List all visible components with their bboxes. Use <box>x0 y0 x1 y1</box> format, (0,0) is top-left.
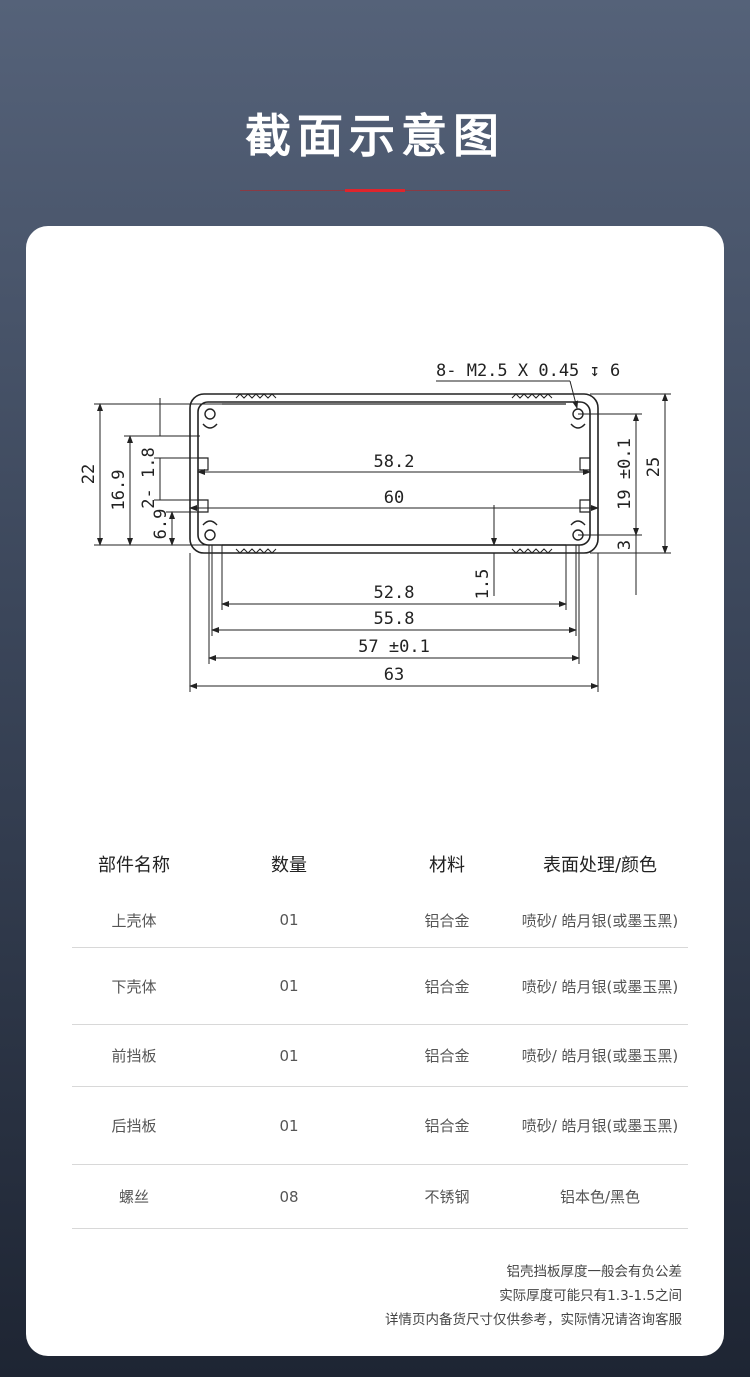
cell-qty: 01 <box>279 1046 299 1065</box>
dim-16-9: 16.9 <box>109 470 129 511</box>
dim-1-5: 1.5 <box>473 569 493 600</box>
thread-callout: 8- M2.5 X 0.45 ↧ 6 <box>436 361 620 409</box>
title-divider-accent <box>345 189 405 192</box>
dim-55-8: 55.8 <box>374 609 415 629</box>
cell-qty: 08 <box>279 1187 299 1206</box>
screw-bosses <box>202 408 586 541</box>
footnote-line: 详情页内备货尺寸仅供参考，实际情况请咨询客服 <box>385 1312 682 1328</box>
table-header: 部件名称 数量 材料 表面处理/颜色 <box>72 835 688 893</box>
cell-part: 后挡板 <box>111 1117 157 1135</box>
cell-part: 螺丝 <box>118 1188 149 1206</box>
dim-60: 60 <box>384 488 404 508</box>
profile-outline <box>189 393 599 554</box>
dim-22: 22 <box>79 464 99 484</box>
footnotes: 铝壳挡板厚度一般会有负公差 实际厚度可能只有1.3-1.5之间 详情页内备货尺寸… <box>385 1260 682 1332</box>
table-row: 上壳体 01 铝合金 喷砂/ 皓月银(或墨玉黑) <box>72 893 688 948</box>
cell-finish: 喷砂/ 皓月银(或墨玉黑) <box>521 1047 679 1065</box>
table-row: 后挡板 01 铝合金 喷砂/ 皓月银(或墨玉黑) <box>72 1087 688 1165</box>
cross-section-drawing: 8- M2.5 X 0.45 ↧ 6 58.2 60 52.8 55.8 57 … <box>79 361 671 692</box>
cell-finish: 喷砂/ 皓月银(或墨玉黑) <box>521 977 679 996</box>
page-title: 截面示意图 <box>245 109 505 163</box>
cell-finish: 铝本色/黑色 <box>559 1188 641 1206</box>
dim-58-2: 58.2 <box>374 452 415 472</box>
cell-material: 铝合金 <box>424 977 470 996</box>
dim-57: 57 ±0.1 <box>358 637 430 657</box>
dim-25: 25 <box>644 457 664 477</box>
dim-slot-1-8: 2- 1.8 <box>139 447 159 508</box>
cell-qty: 01 <box>279 977 299 995</box>
table-row: 螺丝 08 不锈钢 铝本色/黑色 <box>72 1165 688 1229</box>
cell-material: 不锈钢 <box>424 1188 470 1206</box>
dim-19: 19 ±0.1 <box>615 438 635 510</box>
header-quantity: 数量 <box>271 855 307 876</box>
header-finish: 表面处理/颜色 <box>542 855 658 876</box>
header-material: 材料 <box>429 855 465 876</box>
cell-qty: 01 <box>279 1116 299 1135</box>
table-row: 下壳体 01 铝合金 喷砂/ 皓月银(或墨玉黑) <box>72 948 688 1025</box>
cell-material: 铝合金 <box>424 1047 470 1065</box>
cell-part: 下壳体 <box>111 977 157 996</box>
footnote-line: 铝壳挡板厚度一般会有负公差 <box>506 1264 683 1280</box>
cell-material: 铝合金 <box>424 1117 470 1135</box>
cell-part: 前挡板 <box>111 1047 157 1065</box>
cell-material: 铝合金 <box>424 911 470 930</box>
cell-finish: 喷砂/ 皓月银(或墨玉黑) <box>521 911 679 930</box>
dim-6-9: 6.9 <box>151 509 171 540</box>
parts-table: 部件名称 数量 材料 表面处理/颜色 上壳体 01 铝合金 喷砂/ 皓月银(或墨… <box>72 835 688 1229</box>
cell-qty: 01 <box>279 911 299 929</box>
cell-part: 上壳体 <box>111 911 157 930</box>
table-row: 前挡板 01 铝合金 喷砂/ 皓月银(或墨玉黑) <box>72 1025 688 1087</box>
dim-52-8: 52.8 <box>374 583 415 603</box>
header-part-name: 部件名称 <box>98 855 170 876</box>
dim-63: 63 <box>384 665 404 685</box>
dim-3: 3 <box>615 540 635 550</box>
cell-finish: 喷砂/ 皓月银(或墨玉黑) <box>521 1117 679 1135</box>
thread-callout-label: 8- M2.5 X 0.45 ↧ 6 <box>436 361 620 381</box>
footnote-line: 实际厚度可能只有1.3-1.5之间 <box>499 1288 682 1304</box>
